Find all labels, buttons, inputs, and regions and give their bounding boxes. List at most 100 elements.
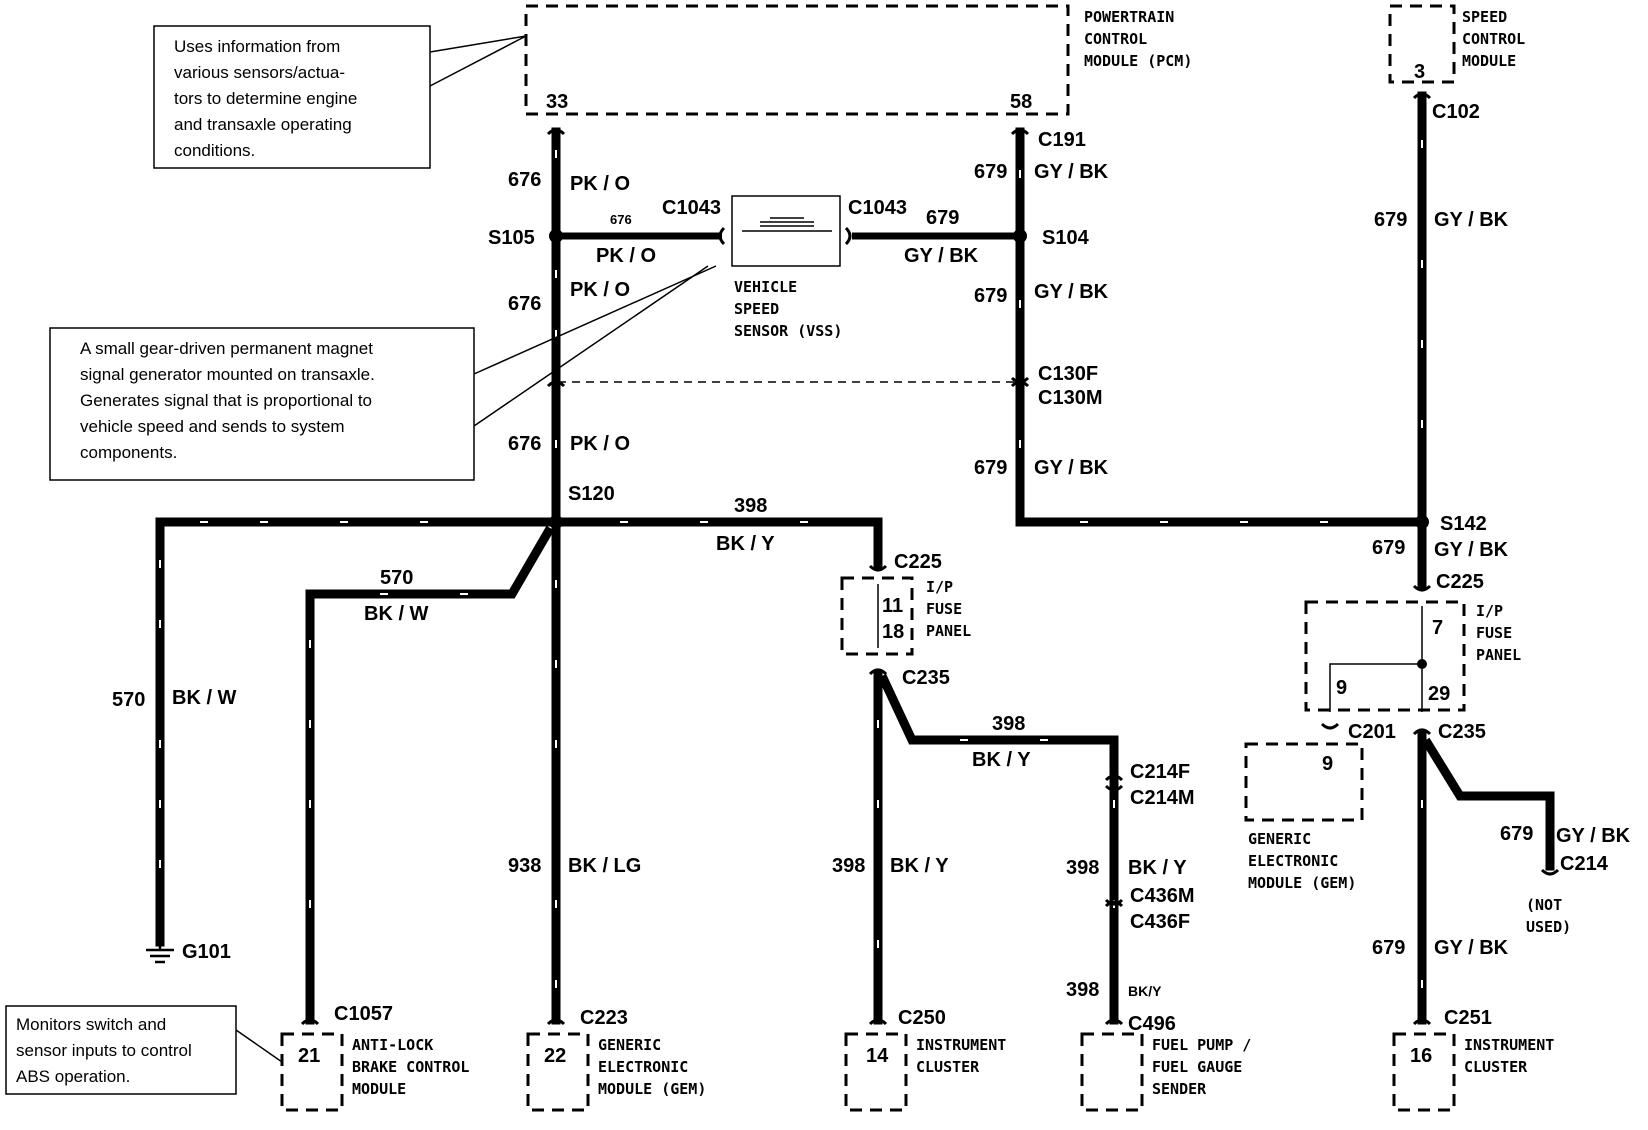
wire-398-ic-num: 398 (832, 855, 865, 877)
wire-679-a-color: GY / BK (1034, 161, 1109, 183)
abs-label-2: BRAKE CONTROL (352, 1058, 469, 1076)
conn-c225-right: C225 (1436, 571, 1484, 593)
wire-679-c214 (1421, 737, 1555, 871)
scm-label-2: CONTROL (1462, 30, 1525, 48)
wire-676-vss-num: 676 (610, 212, 632, 227)
c496-arc (1104, 1018, 1124, 1026)
wire-676-b-color: PK / O (570, 279, 630, 301)
gem-mid-label-2: ELECTRONIC (1248, 852, 1338, 870)
wire-679-c-num: 679 (974, 457, 1007, 479)
c33-arc (546, 128, 566, 136)
c214m-arc (1104, 784, 1124, 792)
wire-679-b-color: GY / BK (1034, 281, 1109, 303)
vss-symbol (742, 217, 832, 232)
wire-570-b-color: BK / W (172, 687, 237, 709)
abs-label-3: MODULE (352, 1080, 406, 1098)
conn-c1057: C1057 (334, 1003, 393, 1025)
pcm-note-line-5: conditions. (174, 141, 255, 160)
pcm-label-3: MODULE (PCM) (1084, 52, 1192, 70)
pcm-note-line-1: Uses information from (174, 37, 340, 56)
conn-c436m: C436M (1130, 885, 1194, 907)
scm-label-3: MODULE (1462, 52, 1516, 70)
splice-s142 (1415, 515, 1429, 529)
conn-c214: C214 (1560, 853, 1609, 875)
c201-arc (1320, 722, 1340, 730)
wire-938-num: 938 (508, 855, 541, 877)
splice-s120 (549, 515, 563, 529)
conn-c1043-right: C1043 (848, 197, 907, 219)
conn-c225-left: C225 (894, 551, 942, 573)
pcm-label-1: POWERTRAIN (1084, 8, 1174, 26)
c223-arc (546, 1018, 566, 1026)
splice-s120-label: S120 (568, 483, 615, 505)
vss-label-1: VEHICLE (734, 278, 797, 296)
gem-mid-pin-9: 9 (1322, 753, 1333, 775)
not-used-label-2: USED) (1526, 918, 1571, 936)
ip-fuse-right-label-1: I/P (1476, 602, 1503, 620)
c251-arc (1412, 1018, 1432, 1026)
c250-arc (868, 1018, 888, 1026)
conn-c102: C102 (1432, 101, 1480, 123)
wire-676-a-num: 676 (508, 169, 541, 191)
ground-icon (146, 942, 174, 964)
wire-398-fuel (878, 674, 1119, 1025)
conn-c214f: C214F (1130, 761, 1190, 783)
ip-fuse-right-pin-9: 9 (1336, 677, 1347, 699)
ip-fuse-left-pin-18: 18 (882, 621, 904, 643)
ic-left-label-2: CLUSTER (916, 1058, 980, 1076)
wire-570-a-color: BK / W (364, 603, 429, 625)
c1043-left-arc (718, 226, 726, 246)
wire-398-fuel2-color: BK/Y (1128, 983, 1162, 999)
ic-left-label-1: INSTRUMENT (916, 1036, 1006, 1054)
wire-398-fuel2-num: 398 (1066, 979, 1099, 1001)
fuel-label-3: SENDER (1152, 1080, 1207, 1098)
wire-398-top (551, 517, 883, 569)
fuel-box (1080, 1032, 1144, 1112)
conn-c130m: C130M (1038, 387, 1102, 409)
wire-679-scm-num: 679 (1374, 209, 1407, 231)
wire-570-b-num: 570 (112, 689, 145, 711)
wire-679-ic-num: 679 (1372, 937, 1405, 959)
pcm-note-line-3: tors to determine engine (174, 89, 357, 108)
connector-arcs (300, 92, 1560, 1026)
wire-679-b-num: 679 (974, 285, 1007, 307)
wire-398-top-num: 398 (734, 495, 767, 517)
wire-679-s142-num: 679 (1372, 537, 1405, 559)
wire-679-s142-color: GY / BK (1434, 539, 1509, 561)
c436m-arc (1104, 898, 1124, 906)
splice-s104 (1013, 229, 1027, 243)
c1043-right-arc (844, 226, 852, 246)
wire-398-fuel1-color: BK / Y (1128, 857, 1187, 879)
c225-left-arc (868, 564, 888, 572)
conn-c223: C223 (580, 1007, 628, 1029)
vss-note-line-5: components. (80, 443, 177, 462)
abs-note-pointer (235, 1029, 283, 1063)
c214-arc (1540, 868, 1560, 876)
gem-mid-box (1244, 742, 1364, 822)
conn-c191: C191 (1038, 129, 1086, 151)
c130m-arc (1010, 380, 1030, 388)
vss-note-line-2: signal generator mounted on transaxle. (80, 365, 375, 384)
ic-right-label-1: INSTRUMENT (1464, 1036, 1554, 1054)
vss-note-box (49, 327, 475, 481)
splice-s104-label: S104 (1042, 227, 1090, 249)
vss-label-3: SENSOR (VSS) (734, 322, 842, 340)
c191-arc (1010, 128, 1030, 136)
ip-fuse-right-label-3: PANEL (1476, 646, 1521, 664)
abs-note-line-2: sensor inputs to control (16, 1041, 192, 1060)
splice-s142-label: S142 (1440, 513, 1487, 535)
pcm-note-line-2: various sensors/actua- (174, 63, 345, 82)
abs-box (280, 1032, 344, 1112)
splice-s105-label: S105 (488, 227, 535, 249)
gem-bottom-label-1: GENERIC (598, 1036, 661, 1054)
c436f-arc (1104, 900, 1124, 908)
pcm-pin-58: 58 (1010, 91, 1032, 113)
ip-fuse-left-label-1: I/P (926, 578, 953, 596)
abs-pin-21: 21 (298, 1045, 320, 1067)
wire-676-b-num: 676 (508, 293, 541, 315)
splice-s105 (549, 229, 563, 243)
conn-c250: C250 (898, 1007, 946, 1029)
c235-left-arc (868, 668, 888, 676)
wire-676-vss-color: PK / O (596, 245, 656, 267)
gem-mid-label-1: GENERIC (1248, 830, 1311, 848)
